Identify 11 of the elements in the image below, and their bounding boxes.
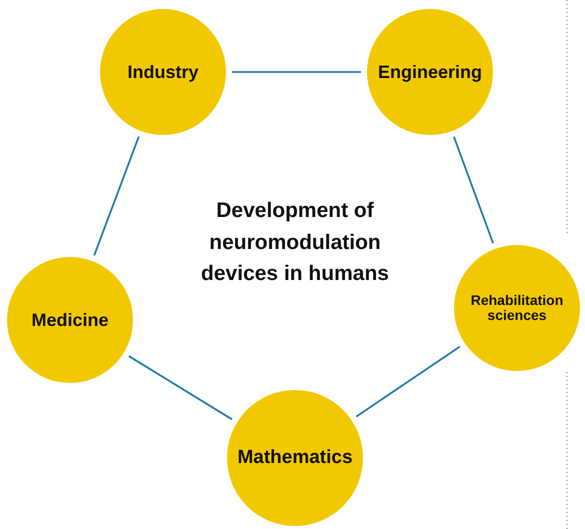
topic-circle: Medicine [7,257,133,383]
topic-circle: Engineering [367,9,493,135]
connector-line [232,71,361,73]
connector-line [453,136,494,244]
center-heading: Development of neuromodulation devices in humans [200,198,390,287]
connector-line [128,355,232,420]
topic-circle: Rehabilitation sciences [454,245,580,371]
topic-circle: Mathematics [227,390,363,526]
connector-line [93,136,140,256]
connector-line [356,346,460,418]
topic-circle: Industry [100,9,226,135]
